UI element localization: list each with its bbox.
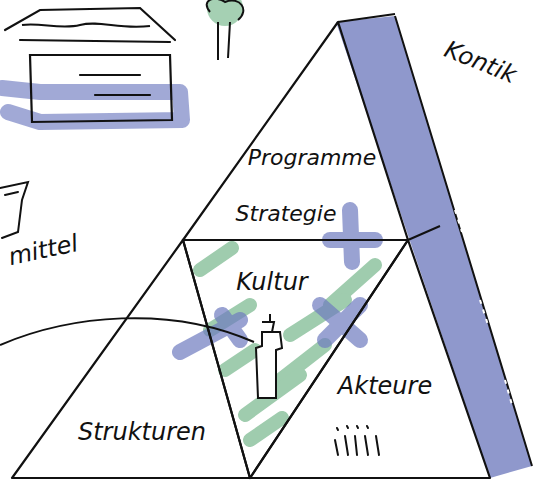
note-label: Kontik bbox=[440, 36, 519, 88]
segment-label: Akteure bbox=[338, 373, 432, 399]
leader-line bbox=[0, 318, 254, 345]
tree-sketch bbox=[207, 0, 244, 60]
roof-scribble bbox=[22, 24, 150, 27]
note-label: mittel bbox=[6, 230, 80, 270]
figure-sketch bbox=[0, 182, 28, 238]
segment-label: Programme bbox=[248, 146, 377, 170]
segment-label: Kultur bbox=[236, 269, 307, 295]
segment-label: Strukturen bbox=[78, 419, 206, 445]
house-sketch bbox=[5, 8, 175, 122]
band-texture bbox=[430, 120, 512, 405]
pyramid-segment: ProgrammeStrategie bbox=[183, 22, 408, 240]
highlight-stroke bbox=[2, 88, 182, 122]
green-hatching bbox=[200, 248, 375, 440]
scribble-marks bbox=[335, 426, 379, 455]
triangle-shape bbox=[250, 240, 490, 478]
triangle-outline bbox=[250, 240, 490, 478]
triangle-shape bbox=[12, 240, 250, 478]
triangle-shape bbox=[183, 22, 408, 240]
pyramid-segment: Strukturen bbox=[12, 240, 250, 478]
segment-label: Strategie bbox=[236, 202, 337, 226]
tree-crown bbox=[207, 0, 243, 26]
pyramid-segment: Akteure bbox=[250, 240, 490, 478]
bottle-icon bbox=[256, 314, 282, 398]
